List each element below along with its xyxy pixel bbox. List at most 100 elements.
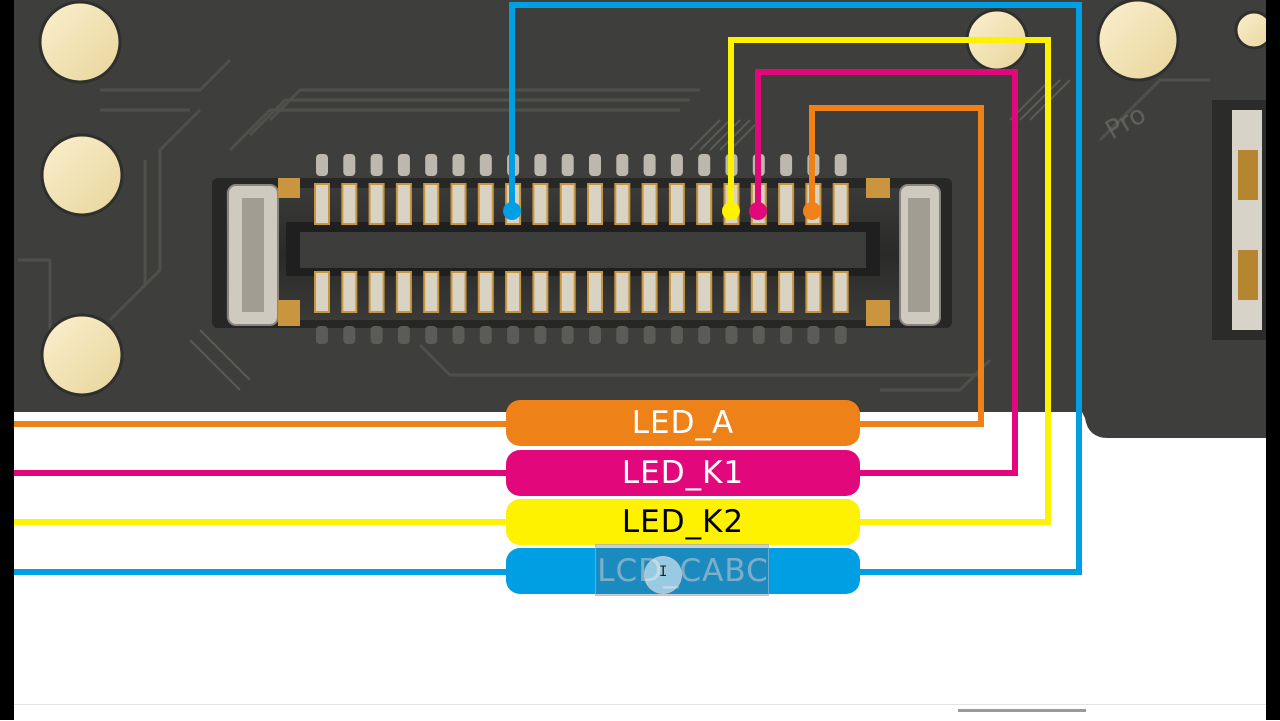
horizontal-scrollbar[interactable] xyxy=(14,704,1266,721)
connector-pin xyxy=(368,271,385,313)
connector-pin xyxy=(450,183,467,225)
connector-pin-lead xyxy=(643,326,656,344)
mounting-pads xyxy=(38,0,1274,397)
ibeam-cursor-icon: I xyxy=(659,564,668,580)
text-selection-highlight[interactable] xyxy=(595,544,769,596)
connector-pin-lead xyxy=(616,326,629,344)
connector-pin xyxy=(778,183,795,225)
connector-pin xyxy=(723,271,740,313)
wire-led-k1 xyxy=(755,69,1018,476)
signal-label-led-k1: LED_K1 xyxy=(506,450,860,496)
signal-label-text: LED_K2 xyxy=(621,504,745,540)
connector-pin-lead xyxy=(752,326,765,344)
connector-pin xyxy=(395,271,412,313)
signal-label-text: LED_K1 xyxy=(621,455,745,491)
connector-pin-lead xyxy=(370,154,383,176)
pin-marker-led-k2 xyxy=(722,202,740,220)
connector-pin xyxy=(423,183,440,225)
connector-pin xyxy=(532,183,549,225)
connector-pin xyxy=(559,183,576,225)
signal-label-led-a: LED_A xyxy=(506,400,860,446)
connector-pin xyxy=(559,271,576,313)
window-frame-left xyxy=(0,0,14,720)
connector-pin xyxy=(341,183,358,225)
connector-pin-lead xyxy=(425,326,438,344)
signal-wires xyxy=(14,2,1082,575)
connector-pin xyxy=(450,271,467,313)
connector-pin-lead xyxy=(834,154,847,176)
connector-pin-lead xyxy=(507,326,520,344)
connector-pin-lead xyxy=(343,154,356,176)
connector-pin xyxy=(614,271,631,313)
connector-pin xyxy=(477,183,494,225)
pin-marker-led-a xyxy=(803,202,821,220)
connector-pin xyxy=(668,183,685,225)
connector-pin-lead xyxy=(780,154,793,176)
connector-pin xyxy=(696,271,713,313)
window-frame-right xyxy=(1266,0,1280,720)
connector-pin-lead xyxy=(479,326,492,344)
connector-pin-lead xyxy=(589,154,601,176)
connector-pin xyxy=(341,271,358,313)
connector-pin-lead xyxy=(534,326,547,344)
signal-label-led-k2: LED_K2 xyxy=(506,499,860,545)
connector-pin-lead xyxy=(698,326,711,344)
board-connector xyxy=(212,154,952,344)
wire-lcd-cabc xyxy=(509,2,1082,575)
connector-pin-lead xyxy=(725,326,738,344)
connector-pin xyxy=(587,183,603,225)
connector-pin-lead xyxy=(670,154,683,176)
signal-label-text: LED_A xyxy=(631,405,735,441)
connector-pin-lead xyxy=(589,326,601,344)
connector-pin xyxy=(668,271,685,313)
signal-label-text: LCD_CABC xyxy=(597,553,769,589)
scrollbar-thumb[interactable] xyxy=(958,709,1086,712)
connector-pin xyxy=(832,183,849,225)
connector-pin xyxy=(696,183,713,225)
connector-pins-bottom xyxy=(314,271,849,344)
pad xyxy=(1096,0,1180,82)
connector-pin xyxy=(614,183,631,225)
connector-pin xyxy=(423,271,440,313)
connector-pin-lead xyxy=(316,154,328,176)
mouse-cursor-halo xyxy=(644,556,682,594)
connector-pin-lead xyxy=(479,154,492,176)
board-traces xyxy=(18,58,1210,392)
connector-pin xyxy=(314,183,330,225)
connector-pin-lead xyxy=(425,154,438,176)
pin-marker-lcd-cabc xyxy=(503,202,521,220)
connector-pin-lead xyxy=(670,326,683,344)
connector-pin-lead xyxy=(370,326,383,344)
wire-led-k2 xyxy=(728,37,1051,525)
side-component xyxy=(1212,100,1266,340)
wire-led-a xyxy=(809,105,984,427)
connector-pin-lead xyxy=(616,154,629,176)
hatch-traces xyxy=(189,79,1071,391)
connector-pin xyxy=(477,271,494,313)
connector-pin-lead xyxy=(397,154,410,176)
connector-pin-lead xyxy=(807,326,820,344)
connector-pin-lead xyxy=(343,326,356,344)
connector-pin-lead xyxy=(834,326,847,344)
pad xyxy=(38,0,122,84)
connector-pin-lead xyxy=(643,154,656,176)
connector-pin xyxy=(778,271,795,313)
connector-pin xyxy=(641,271,658,313)
pin-marker-led-k1 xyxy=(749,202,767,220)
connector-pin xyxy=(641,183,658,225)
connector-pin-lead xyxy=(452,326,465,344)
connector-pin xyxy=(750,271,767,313)
signal-label-lcd-cabc[interactable]: LCD_CABC xyxy=(506,548,860,594)
connector-pin xyxy=(587,271,603,313)
connector-pin-lead xyxy=(452,154,465,176)
connector-pin-lead xyxy=(534,154,547,176)
pad xyxy=(40,313,124,397)
connector-pin xyxy=(532,271,549,313)
connector-pin xyxy=(805,271,822,313)
connector-pin xyxy=(505,271,522,313)
connector-pin xyxy=(368,183,385,225)
connector-pin-lead xyxy=(780,326,793,344)
connector-pin xyxy=(832,271,849,313)
